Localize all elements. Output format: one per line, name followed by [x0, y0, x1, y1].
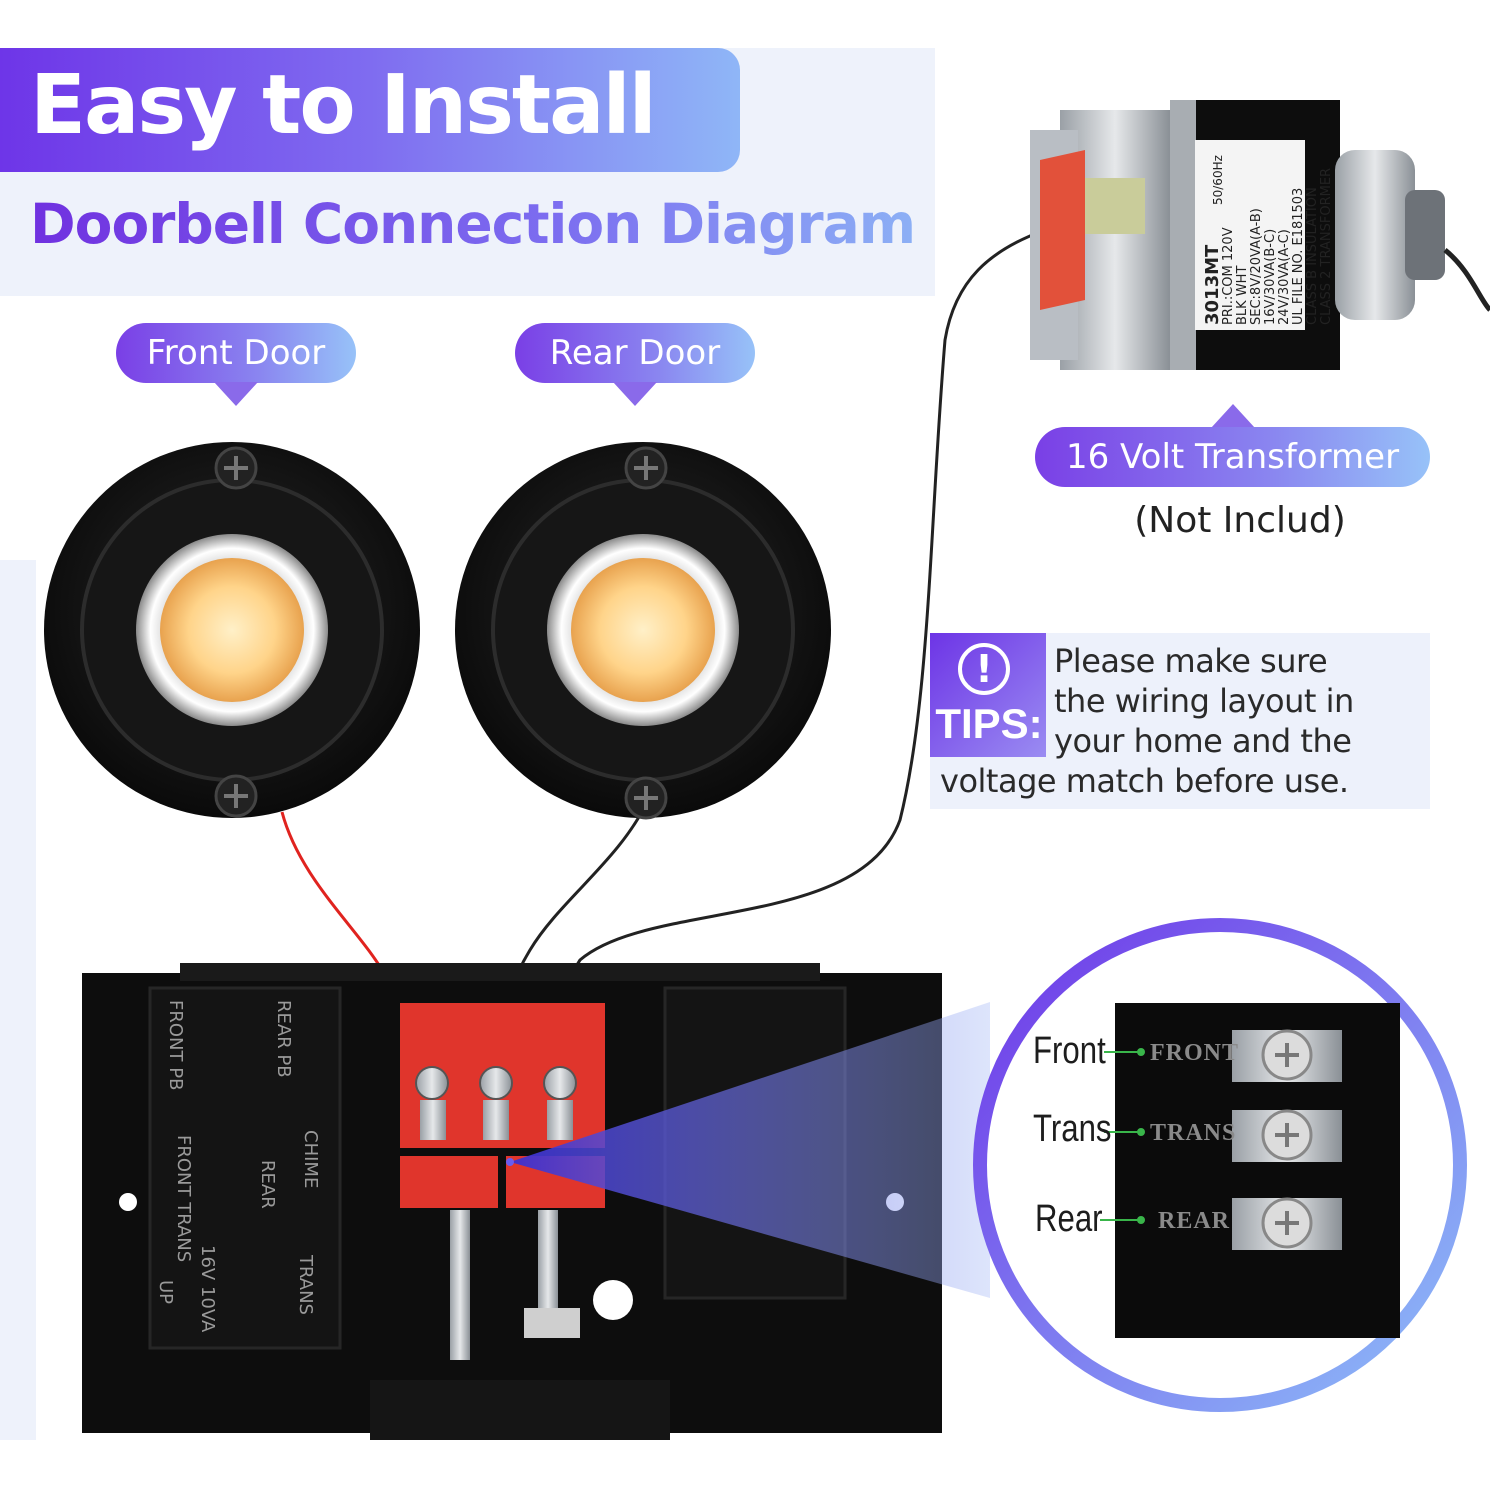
stamp-trans: TRANS	[1150, 1120, 1237, 1146]
chime-marking-trans: TRANS	[295, 1254, 316, 1315]
tips-label: TIPS:	[935, 700, 1043, 747]
transformer-spec-line: CLASS B INSULATION	[1305, 187, 1320, 325]
chime-marking-rear-pb: REAR PB	[273, 1000, 294, 1078]
tips-line-2: the wiring layout in	[1054, 682, 1354, 720]
chime-marking-front-trans: FRONT TRANS	[173, 1135, 194, 1262]
chime-marking-voltage: 16V 10VA	[197, 1245, 218, 1333]
transformer-wire	[559, 228, 1046, 1076]
transformer-label: 16 Volt Transformer	[1035, 427, 1430, 487]
left-background-strip	[0, 560, 36, 1440]
chime-marking-up: UP	[155, 1280, 176, 1304]
tips-line-4: voltage match before use.	[940, 762, 1349, 800]
front-door-label: Front Door	[116, 323, 356, 383]
title-banner	[0, 48, 740, 172]
terminal-label-front: Front	[1033, 1030, 1106, 1072]
front-door-button	[44, 442, 420, 818]
page-subtitle: Doorbell Connection Diagram	[30, 192, 916, 256]
transformer-spec-line: UL FILE NO. E181503	[1291, 188, 1306, 325]
transformer-model: 3013MT	[1202, 244, 1223, 325]
terminal-label-rear: Rear	[1035, 1198, 1103, 1240]
rear-door-button	[455, 442, 831, 820]
exclamation-icon: !	[958, 643, 1010, 695]
terminal-screws	[1232, 1029, 1342, 1250]
transformer-label-text: 3013MT 50/60Hz PRI.:COM 120V BLK WHT SEC…	[1202, 155, 1334, 325]
zoom-beam	[510, 1002, 990, 1298]
transformer-spec-line: PRI.:COM 120V	[1221, 227, 1236, 325]
tips-line-3: your home and the	[1054, 722, 1352, 760]
chime-marking-front-pb: FRONT PB	[165, 1000, 186, 1090]
rear-door-pointer	[613, 382, 657, 406]
rear-door-label: Rear Door	[515, 323, 755, 383]
chime-marking-rear: REAR	[257, 1160, 278, 1209]
transformer-frequency: 50/60Hz	[1211, 155, 1225, 205]
transformer-note: (Not Includ)	[1134, 500, 1346, 541]
stamp-front: FRONT	[1150, 1040, 1239, 1066]
page-title: Easy to Install	[30, 58, 657, 153]
tips-line-1: Please make sure	[1054, 642, 1328, 680]
transformer-spec-line: BLK WHT	[1235, 266, 1250, 325]
transformer-pointer	[1211, 404, 1255, 428]
terminal-label-trans: Trans	[1033, 1108, 1112, 1150]
transformer-spec-line: SEC:8V/20VA(A-B)	[1249, 208, 1264, 325]
chime-marking-chime: CHIME	[300, 1130, 321, 1188]
chime-markings: FRONT PB REAR PB FRONT TRANS REAR CHIME …	[155, 1000, 321, 1333]
stamp-rear: REAR	[1158, 1208, 1231, 1234]
transformer-spec-line: CLASS 2 TRANSFORMER	[1319, 168, 1334, 325]
transformer-spec-line: 16V/30VA(B-C)	[1263, 229, 1278, 325]
terminal-zoom	[973, 918, 1467, 1412]
transformer-spec-line: 24V/30VA(A-C)	[1277, 229, 1292, 325]
front-door-pointer	[214, 382, 258, 406]
transformer-image	[1030, 100, 1490, 370]
